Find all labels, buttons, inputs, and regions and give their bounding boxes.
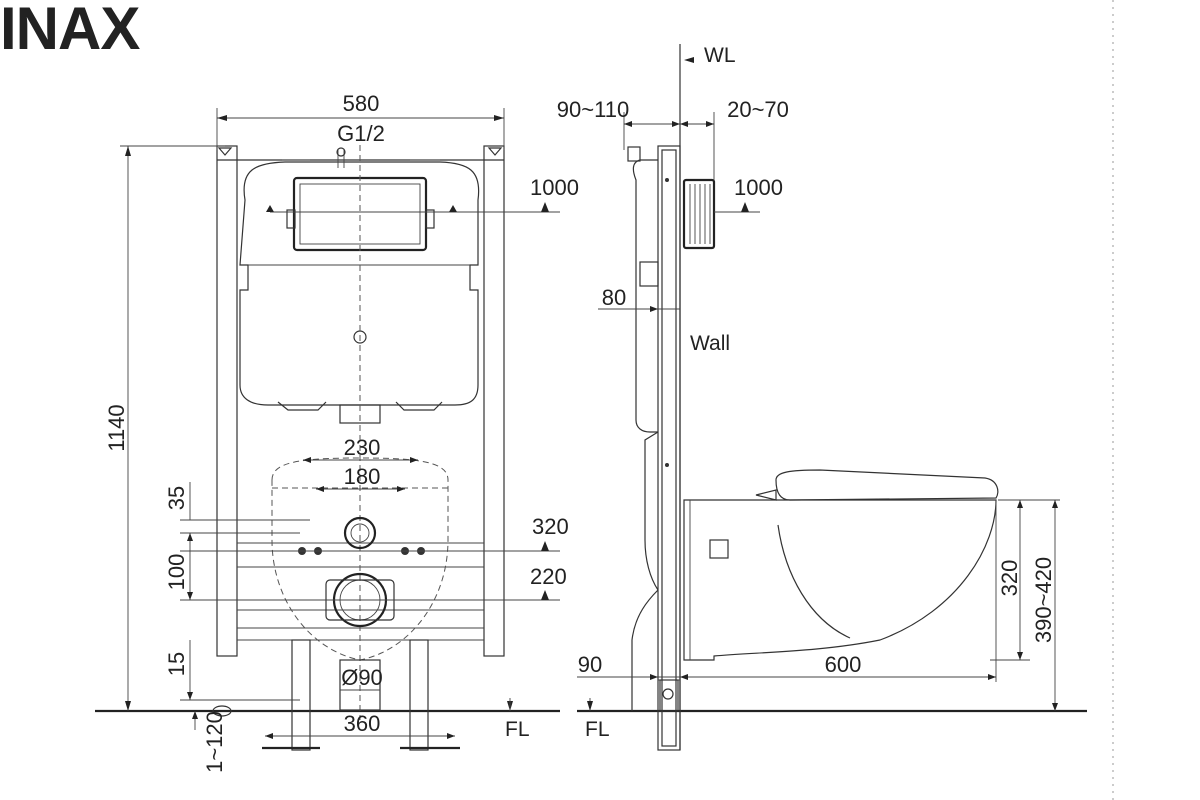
toilet-side <box>683 469 999 661</box>
dim-15: 15 <box>164 652 189 676</box>
side-view: WL 90~110 20~70 <box>557 44 1087 751</box>
level-1000-front: 1000 <box>530 175 579 200</box>
level-220-front: 220 <box>530 564 567 589</box>
front-frame <box>216 145 505 751</box>
brand-logo: INAX <box>0 0 140 62</box>
front-bowl-outline <box>271 457 449 661</box>
toilet-seat-lid <box>775 469 999 501</box>
dim-1-120: 1~120 <box>202 711 227 773</box>
dim-1140: 1140 <box>104 404 129 451</box>
flush-button-side <box>682 178 716 250</box>
label-g12: G1/2 <box>337 121 385 146</box>
dim-35: 35 <box>164 486 189 510</box>
dim-180: 180 <box>344 464 381 489</box>
side-floor-label: FL <box>585 718 610 741</box>
dim-360: 360 <box>344 711 381 736</box>
label-wl: WL <box>704 44 736 67</box>
level-320-front: 320 <box>532 514 569 539</box>
dim-80: 80 <box>602 285 626 310</box>
label-wall: Wall <box>690 332 730 355</box>
dim-230: 230 <box>344 435 381 460</box>
dim-100: 100 <box>164 554 189 591</box>
dim-600: 600 <box>825 652 862 677</box>
front-floor-label: FL <box>505 718 530 741</box>
dim-90-side: 90 <box>578 652 602 677</box>
dim-90-110: 90~110 <box>557 97 629 122</box>
dim-580: 580 <box>343 91 380 116</box>
front-view: 580 G1/2 1140 1000 230 180 320 220 <box>95 91 579 773</box>
cistern <box>239 147 480 424</box>
dim-390-420: 390~420 <box>1031 557 1056 643</box>
dim-320-side: 320 <box>997 560 1022 597</box>
flush-pipe-opening <box>343 516 377 550</box>
dim-20-70: 20~70 <box>727 97 789 122</box>
level-1000-side: 1000 <box>734 175 783 200</box>
dim-dia-90: Ø90 <box>341 665 383 690</box>
